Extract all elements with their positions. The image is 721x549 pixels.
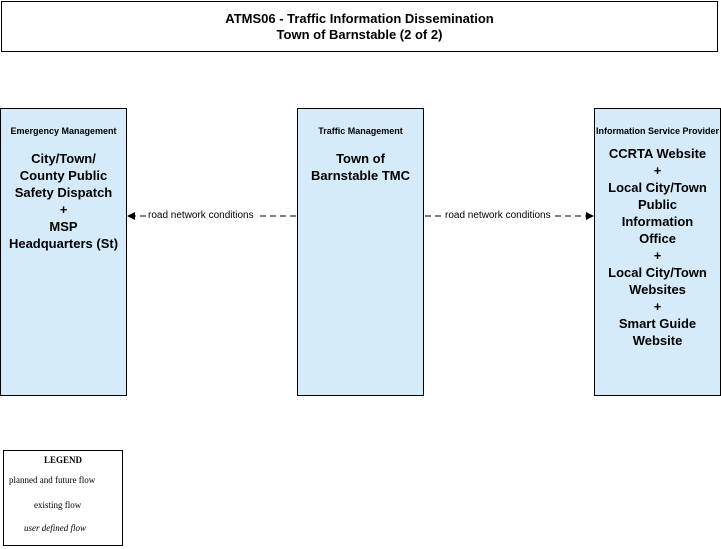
em-line: Safety Dispatch [14,185,113,200]
em-line: County Public [19,168,108,183]
isp-category: Information Service Provider [595,126,720,136]
isp-line: Websites [629,282,686,297]
legend-user-label: user defined flow [24,523,86,533]
diagram-title: ATMS06 - Traffic Information Disseminati… [225,11,494,26]
em-line: City/Town/ [31,151,96,166]
flow-label-right: road network conditions [443,210,553,222]
isp-line: Smart Guide [618,316,697,331]
isp-line: + [653,248,662,263]
legend-existing-label: existing flow [34,500,82,510]
em-line: MSP [49,219,78,234]
isp-line: + [653,163,662,178]
isp-line: + [653,299,662,314]
traffic-management-box: Traffic Management Town of Barnstable TM… [297,108,424,396]
isp-line: Public [637,197,677,212]
isp-line: Local City/Town [608,180,707,195]
isp-line: CCRTA Website [608,146,707,161]
tm-line: Town of [336,151,385,166]
isp-line: Website [632,333,683,348]
emergency-management-category: Emergency Management [10,126,117,136]
emergency-management-box: Emergency Management City/Town/ County P… [0,108,127,396]
diagram-subtitle: Town of Barnstable (2 of 2) [276,27,443,42]
isp-line: Information [621,214,694,229]
isp-line: Office [639,231,676,246]
isp-name: CCRTA Website + Local City/Town Public I… [595,145,720,349]
traffic-management-category: Traffic Management [318,126,403,136]
isp-line: Local City/Town [608,265,707,280]
legend: LEGEND planned and future flow existing … [3,450,123,546]
traffic-management-name: Town of Barnstable TMC [298,150,423,184]
em-line: Headquarters (St) [8,236,119,251]
diagram-title-box: ATMS06 - Traffic Information Disseminati… [1,1,718,52]
legend-title: LEGEND [43,455,82,465]
emergency-management-name: City/Town/ County Public Safety Dispatch… [1,150,126,252]
information-service-provider-box: Information Service Provider CCRTA Websi… [594,108,721,396]
legend-planned-label: planned and future flow [9,475,96,485]
em-line: + [59,202,68,217]
tm-line: Barnstable TMC [311,168,410,183]
flow-label-left: road network conditions [146,210,256,222]
